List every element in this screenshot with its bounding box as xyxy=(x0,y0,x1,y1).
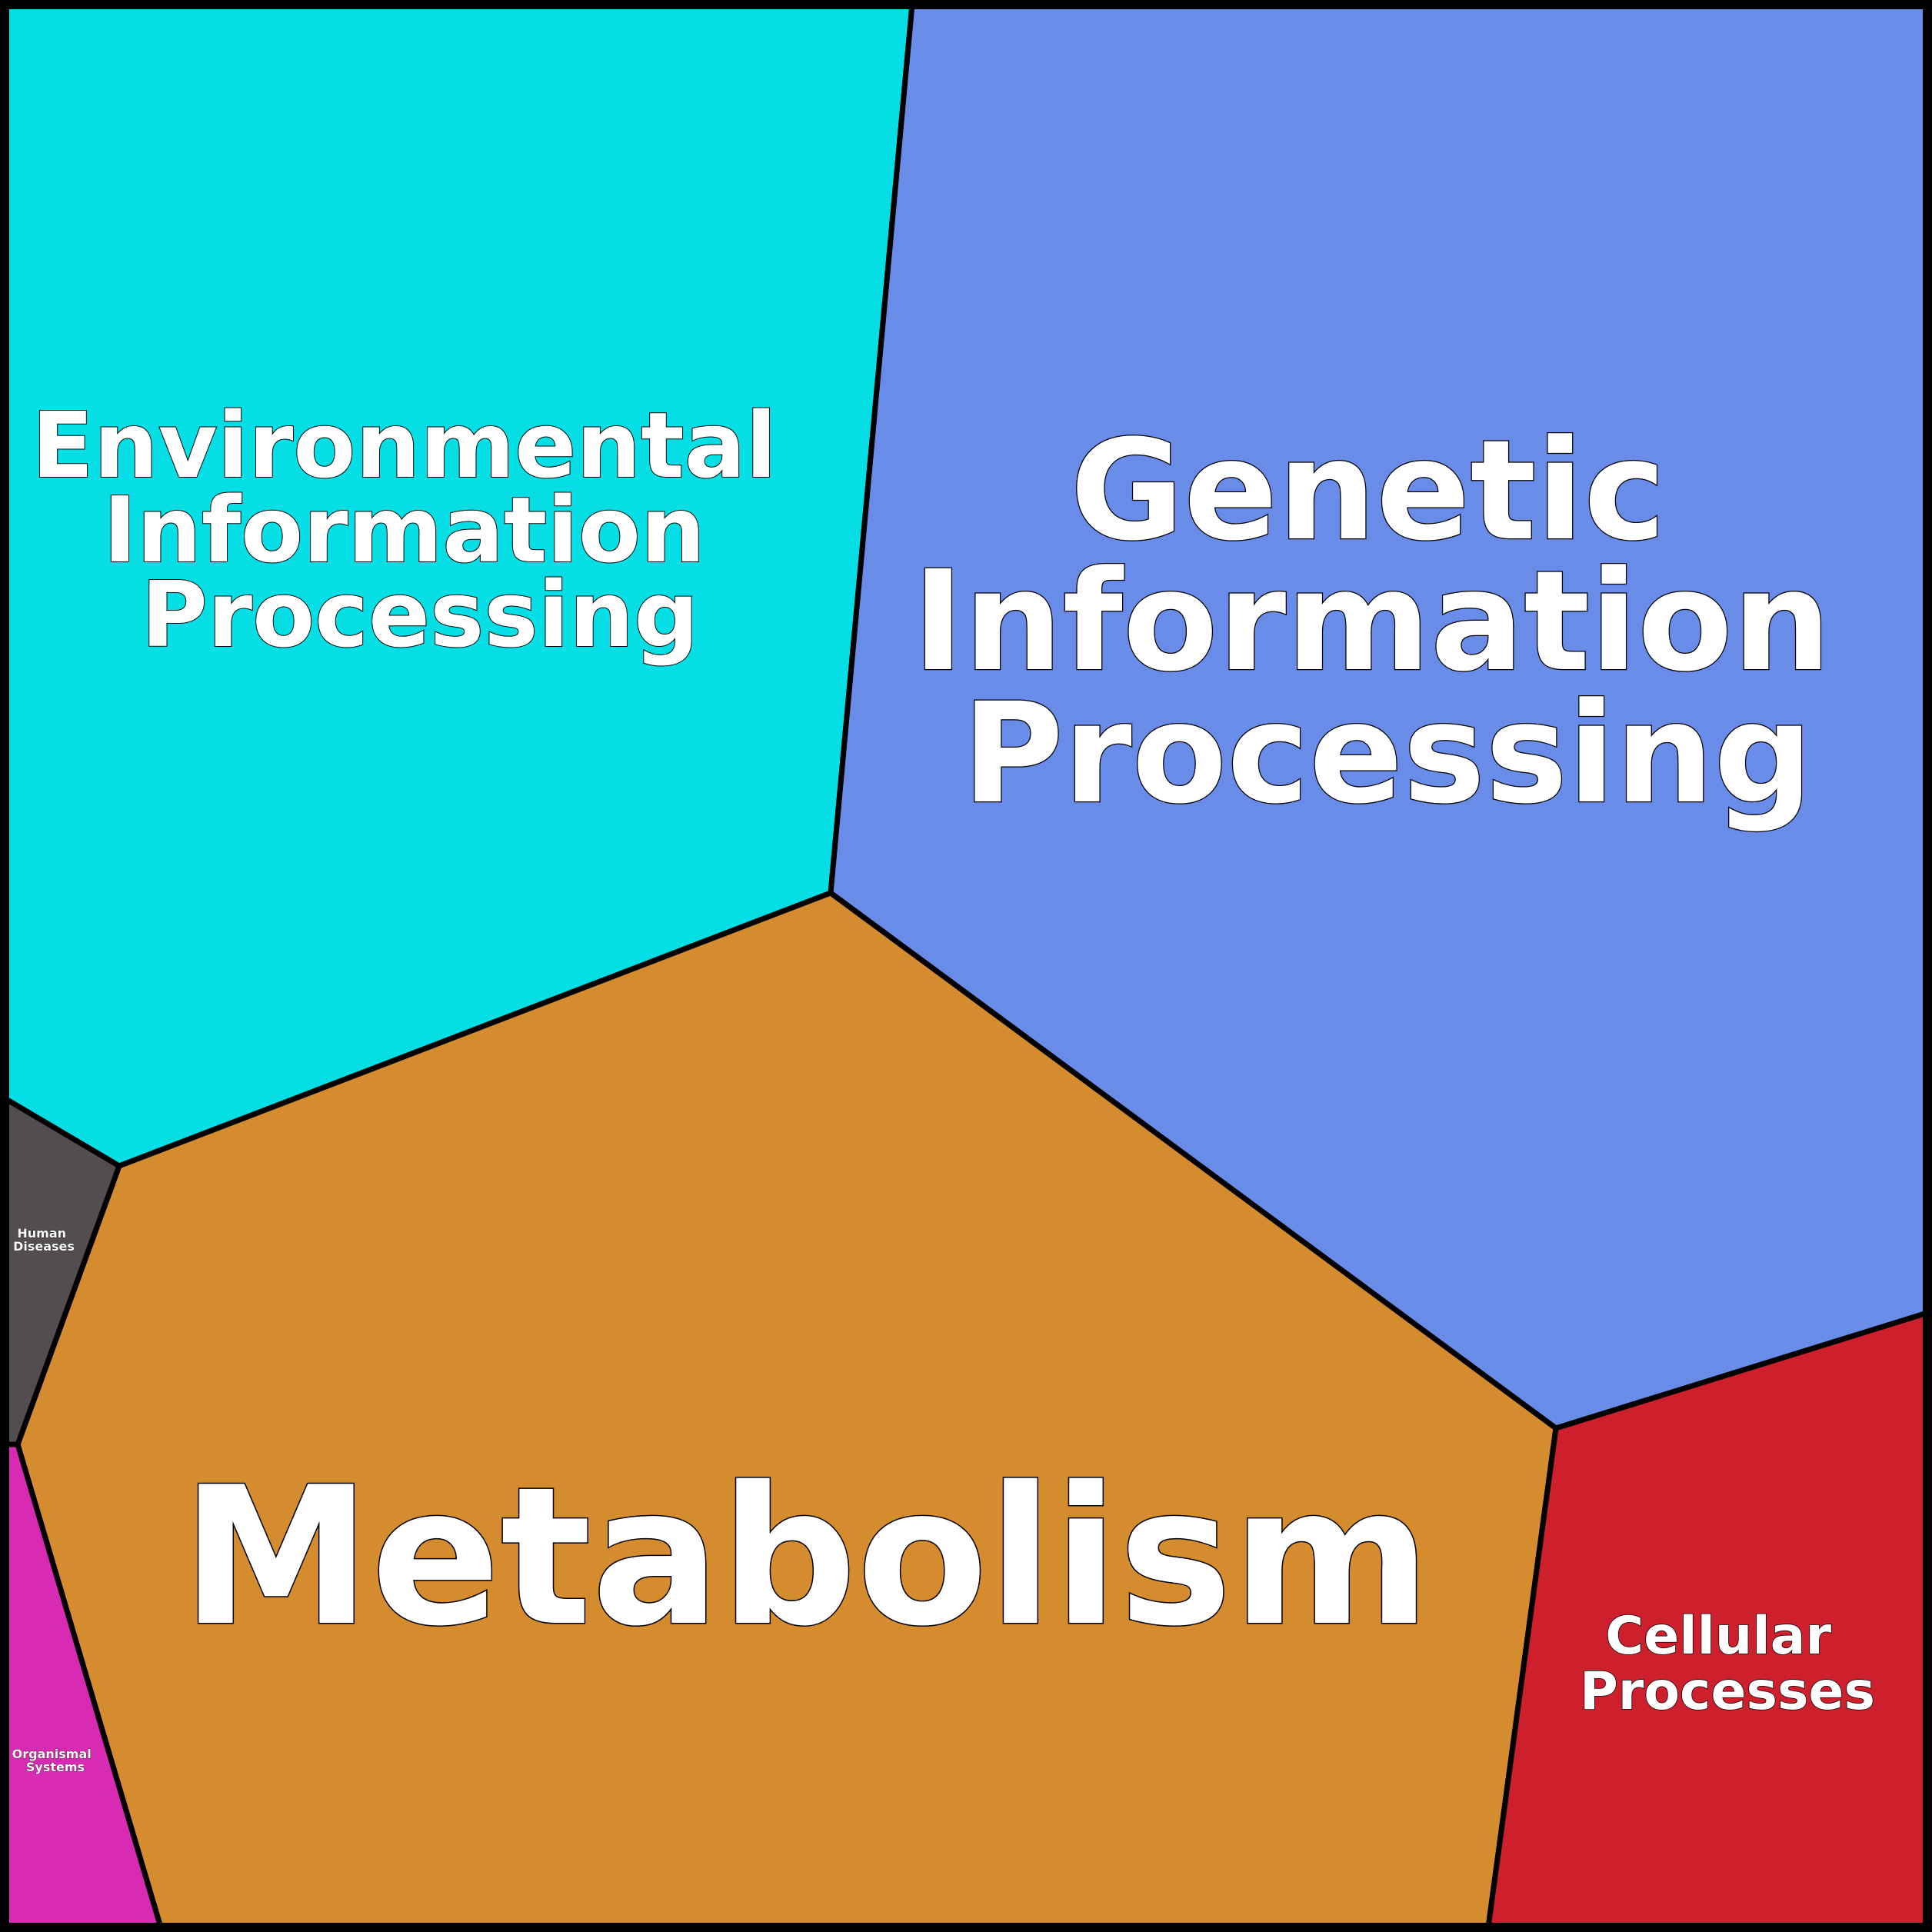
label-line: Systems xyxy=(26,1760,85,1774)
label-line: Information xyxy=(912,541,1830,702)
label-line: Cellular xyxy=(1605,1606,1831,1667)
label-line: Organismal xyxy=(12,1747,92,1761)
label-organismal-systems: Organismal Systems xyxy=(12,1747,96,1774)
label-line: Diseases xyxy=(13,1239,75,1254)
label-line: Environmental xyxy=(32,392,777,498)
label-line: Processes xyxy=(1580,1661,1875,1722)
label-human-diseases: Human Diseases xyxy=(13,1226,75,1254)
label-line: Genetic xyxy=(1070,411,1666,571)
label-line: Processing xyxy=(962,674,1813,834)
label-line: Information xyxy=(103,477,705,583)
label-line: Processing xyxy=(141,561,698,668)
label-line: Metabolism xyxy=(182,1447,1431,1668)
label-genetic-information-processing: Genetic Information Processing xyxy=(912,411,1879,834)
label-line: Human xyxy=(17,1226,66,1241)
label-metabolism: Metabolism xyxy=(182,1447,1431,1668)
label-environmental-information-processing: Environmental Information Processing xyxy=(32,392,808,668)
label-cellular-processes: Cellular Processes xyxy=(1580,1606,1875,1722)
